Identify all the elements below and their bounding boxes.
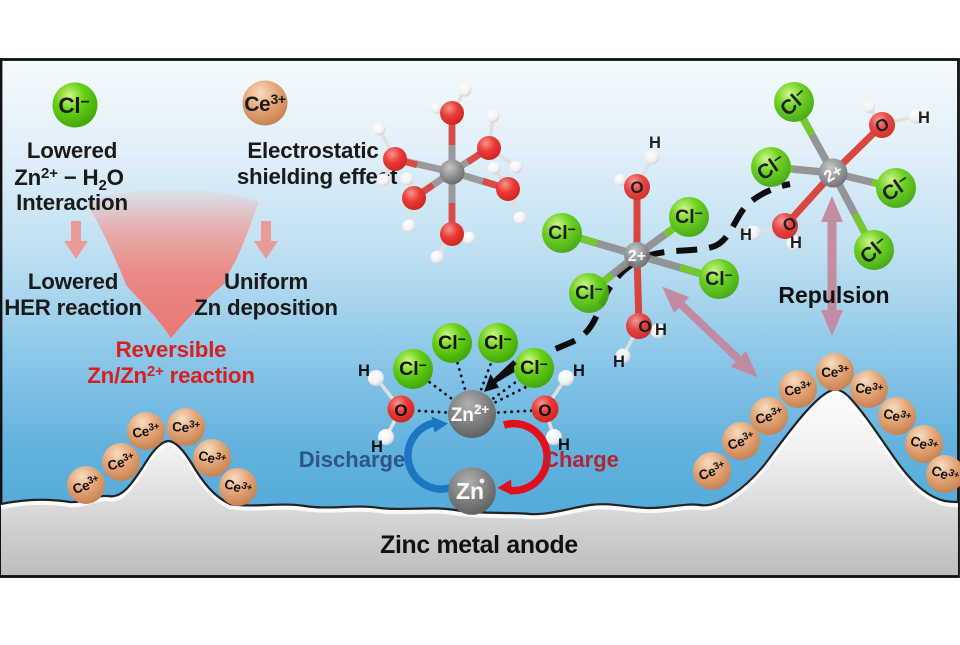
svg-text:O: O bbox=[630, 178, 643, 197]
svg-text:Zn deposition: Zn deposition bbox=[194, 295, 338, 320]
svg-text:Lowered: Lowered bbox=[27, 138, 117, 163]
svg-text:Zn2+ − H2O: Zn2+ − H2O bbox=[14, 165, 124, 194]
svg-text:H: H bbox=[790, 234, 802, 252]
svg-text:O: O bbox=[538, 401, 551, 420]
svg-text:Zn: Zn bbox=[456, 478, 484, 504]
svg-text:H: H bbox=[371, 438, 383, 456]
svg-text:HER reaction: HER reaction bbox=[4, 295, 142, 320]
svg-text:H: H bbox=[740, 226, 752, 244]
svg-text:H: H bbox=[655, 321, 667, 339]
svg-text:Electrostatic: Electrostatic bbox=[247, 138, 378, 163]
svg-text:Charge: Charge bbox=[543, 447, 619, 472]
svg-text:Zn/Zn2+ reaction: Zn/Zn2+ reaction bbox=[87, 363, 255, 388]
svg-text:O: O bbox=[638, 317, 651, 336]
svg-text:2+: 2+ bbox=[628, 248, 646, 265]
svg-text:Zinc metal anode: Zinc metal anode bbox=[380, 532, 578, 559]
svg-text:Uniform: Uniform bbox=[224, 269, 308, 294]
svg-text:O: O bbox=[394, 401, 407, 420]
svg-text:H: H bbox=[558, 436, 570, 454]
svg-text:Zn2+: Zn2+ bbox=[451, 402, 490, 426]
svg-text:Repulsion: Repulsion bbox=[778, 282, 889, 308]
svg-text:Discharge: Discharge bbox=[299, 447, 405, 472]
svg-text:H: H bbox=[613, 353, 625, 371]
svg-text:Lowered: Lowered bbox=[28, 269, 118, 294]
svg-text:H: H bbox=[918, 109, 930, 127]
svg-text:shielding effect: shielding effect bbox=[237, 164, 398, 189]
svg-text:H: H bbox=[649, 134, 661, 152]
svg-text:Reversible: Reversible bbox=[116, 337, 227, 362]
svg-text:Interaction: Interaction bbox=[16, 190, 128, 215]
svg-text:H: H bbox=[358, 362, 370, 380]
svg-text:H: H bbox=[573, 362, 585, 380]
